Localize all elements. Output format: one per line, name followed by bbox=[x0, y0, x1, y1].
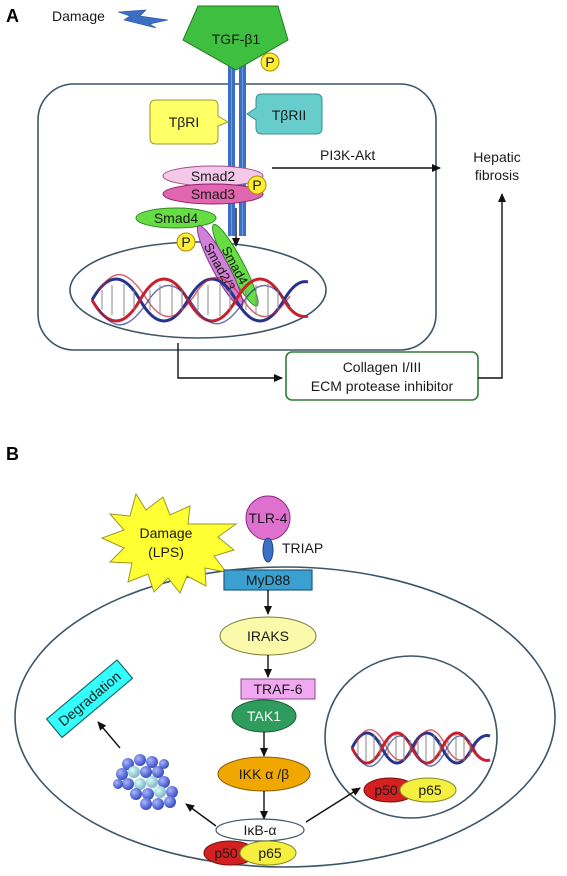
tgf-beta1-ligand bbox=[182, 5, 289, 71]
collagen-product-box bbox=[285, 351, 479, 401]
smad-phospho-icon bbox=[247, 175, 267, 195]
phospho-icon bbox=[260, 52, 280, 72]
tbrii-label: TβRII bbox=[272, 107, 307, 123]
panel-b: B Damage (LPS) TLR-4 TRIAP MyD88 IRAKS T… bbox=[6, 444, 556, 868]
p65-nucleus bbox=[399, 777, 457, 803]
proteasome-cluster bbox=[113, 754, 178, 810]
hepatic-fibrosis-label-1: Hepatic bbox=[473, 149, 520, 165]
tak1-label: TAK1 bbox=[247, 708, 281, 724]
damage-starburst bbox=[100, 492, 238, 594]
damage-label-b1: Damage bbox=[140, 525, 193, 541]
tbrii-receptor bbox=[246, 93, 323, 135]
p50-label-nucleus: p50 bbox=[374, 782, 398, 798]
proteasome-to-degradation-arrow bbox=[97, 721, 121, 749]
product-to-fibrosis-arrow bbox=[478, 193, 506, 379]
lightning-icon bbox=[117, 9, 169, 29]
complex-phospho-icon bbox=[176, 232, 196, 252]
smad3 bbox=[162, 183, 264, 205]
damage-label-b2: (LPS) bbox=[148, 544, 184, 560]
smad-phospho-label: P bbox=[252, 177, 261, 193]
ecm-inhibitor-label: ECM protease inhibitor bbox=[311, 378, 454, 394]
phospho-label: P bbox=[265, 54, 274, 70]
p65-cytoplasm bbox=[239, 840, 297, 866]
traf6-label: TRAF-6 bbox=[254, 681, 303, 697]
p65-label-cytoplasm: p65 bbox=[258, 845, 282, 861]
dna-helix-b bbox=[350, 729, 491, 767]
ikk-label: IKK α /β bbox=[239, 766, 289, 782]
dna-helix-a bbox=[90, 273, 309, 326]
traf6-box bbox=[240, 678, 316, 700]
smad3-label: Smad3 bbox=[191, 186, 236, 202]
panel-a-label: A bbox=[6, 6, 19, 26]
panel-a: A Damage TGF-β1 P TβRI TβRII Smad2 Smad3… bbox=[6, 5, 521, 401]
tbri-label: TβRI bbox=[169, 114, 200, 130]
panel-b-label: B bbox=[6, 444, 19, 464]
p50-label-cytoplasm: p50 bbox=[214, 845, 238, 861]
collagen-label: Collagen I/III bbox=[343, 359, 422, 375]
myd88-label: MyD88 bbox=[246, 572, 291, 588]
hepatic-fibrosis-label-2: fibrosis bbox=[475, 167, 519, 183]
nucleus-to-product-arrow bbox=[177, 343, 283, 382]
ikb-label: IκB-α bbox=[244, 822, 277, 838]
smad4 bbox=[135, 207, 217, 229]
complex-phospho-label: P bbox=[181, 234, 190, 250]
tbri-receptor bbox=[149, 99, 230, 145]
p65-label-nucleus: p65 bbox=[418, 782, 442, 798]
iraks-label: IRAKS bbox=[247, 628, 289, 644]
ikb-to-proteasome-arrow bbox=[185, 803, 217, 827]
tlr4-label: TLR-4 bbox=[249, 510, 288, 526]
pi3k-akt-label: PI3K-Akt bbox=[320, 147, 375, 163]
triap-adaptor bbox=[262, 537, 274, 563]
triap-label: TRIAP bbox=[282, 540, 323, 556]
nucleus-b bbox=[324, 655, 498, 819]
smad2-label: Smad2 bbox=[191, 168, 236, 184]
tgf-beta1-label: TGF-β1 bbox=[212, 31, 261, 47]
smad4-label: Smad4 bbox=[154, 210, 199, 226]
damage-label-a: Damage bbox=[52, 8, 105, 24]
nfkb-to-nucleus-arrow bbox=[305, 787, 361, 823]
